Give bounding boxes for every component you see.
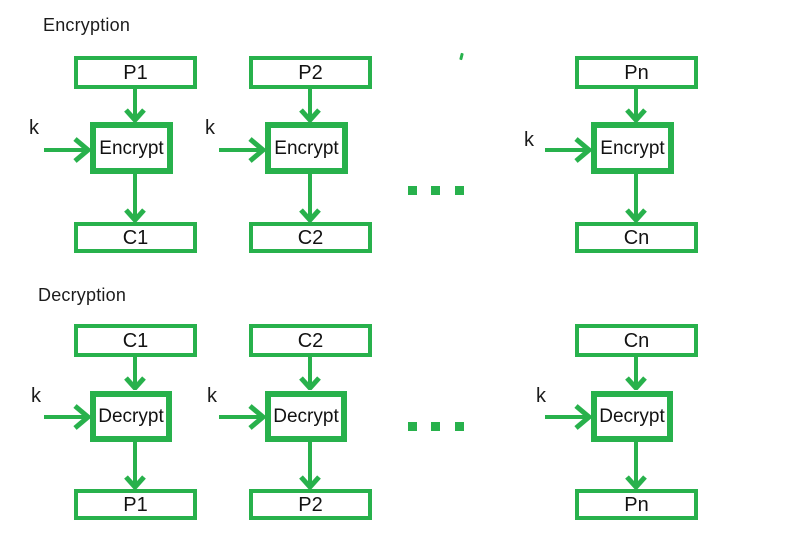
- decrypt-box: Decrypt: [265, 391, 347, 442]
- ciphertext-block: C1: [74, 222, 197, 253]
- key-arrow-icon: [44, 404, 90, 430]
- decrypt-box: Decrypt: [591, 391, 673, 442]
- stray-tick-mark: [459, 52, 464, 61]
- plaintext-block: P2: [249, 56, 372, 89]
- arrow-down-icon: [625, 356, 647, 390]
- key-label: k: [536, 385, 546, 407]
- plaintext-block: Pn: [575, 56, 698, 89]
- arrow-down-icon: [124, 88, 146, 122]
- decryption-section-title: Decryption: [38, 285, 127, 305]
- ellipsis-dot: [431, 186, 440, 195]
- arrow-down-icon: [299, 356, 321, 390]
- decrypt-box: Decrypt: [90, 391, 172, 442]
- arrow-down-icon: [299, 441, 321, 489]
- ellipsis-dot: [455, 422, 464, 431]
- key-label: k: [524, 129, 534, 151]
- arrow-down-icon: [625, 172, 647, 222]
- key-label: k: [29, 117, 39, 139]
- arrow-down-icon: [299, 172, 321, 222]
- key-arrow-icon: [44, 137, 90, 163]
- ciphertext-block: Cn: [575, 324, 698, 357]
- encryption-section-title: Encryption: [43, 15, 131, 35]
- ellipsis-dot: [408, 422, 417, 431]
- arrow-down-icon: [299, 88, 321, 122]
- ciphertext-block: Cn: [575, 222, 698, 253]
- arrow-down-icon: [625, 441, 647, 489]
- ellipsis-dot: [455, 186, 464, 195]
- encrypt-box: Encrypt: [90, 122, 173, 174]
- key-arrow-icon: [545, 404, 591, 430]
- plaintext-block: P1: [74, 56, 197, 89]
- arrow-down-icon: [124, 441, 146, 489]
- plaintext-block: Pn: [575, 489, 698, 520]
- ellipsis-dot: [431, 422, 440, 431]
- key-arrow-icon: [545, 137, 591, 163]
- encrypt-box: Encrypt: [265, 122, 348, 174]
- ciphertext-block: C2: [249, 324, 372, 357]
- ciphertext-block: C2: [249, 222, 372, 253]
- arrow-down-icon: [124, 356, 146, 390]
- key-arrow-icon: [219, 137, 265, 163]
- arrow-down-icon: [625, 88, 647, 122]
- ellipsis-dot: [408, 186, 417, 195]
- plaintext-block: P1: [74, 489, 197, 520]
- ciphertext-block: C1: [74, 324, 197, 357]
- plaintext-block: P2: [249, 489, 372, 520]
- arrow-down-icon: [124, 172, 146, 222]
- key-label: k: [31, 385, 41, 407]
- key-label: k: [207, 385, 217, 407]
- encrypt-box: Encrypt: [591, 122, 674, 174]
- key-label: k: [205, 117, 215, 139]
- key-arrow-icon: [219, 404, 265, 430]
